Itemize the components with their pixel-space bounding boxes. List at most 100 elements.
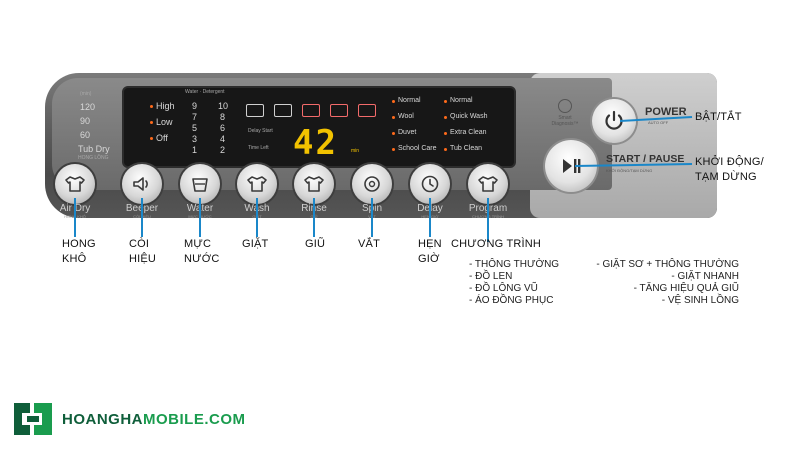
beeper-label: Beeper [125, 203, 159, 214]
spin-icon [364, 176, 380, 192]
water-header: Water · Detergent [185, 89, 225, 95]
start-pause-button[interactable] [545, 140, 597, 192]
led-course [392, 132, 395, 135]
brand-logo-icon [10, 399, 56, 439]
annotation-line: KHÔ [62, 253, 87, 265]
water-level-6: 6 [220, 123, 226, 133]
start-pause-label: START / PAUSE [606, 153, 685, 165]
spin-sub-label: VẮT [368, 214, 376, 219]
annotation-coi-hieu: CÒI HIỆU [129, 237, 156, 267]
annotation-line: TẠM DỪNG [695, 171, 757, 183]
course-wool: Wool [398, 113, 414, 120]
water-sub-label: MỰC NƯỚC [188, 214, 212, 219]
program-list-left: - THÔNG THƯỜNG - ĐỒ LEN - ĐỒ LÔNG VŨ - Á… [469, 259, 559, 307]
wash-label: Wash [244, 203, 270, 214]
program-list-right: - GIẶT SƠ + THÔNG THƯỜNG - GIẶT NHANH - … [571, 259, 739, 307]
annotation-line: MỰC [184, 238, 212, 250]
annotation-bat-tat: BẬT/TẮT [695, 111, 742, 123]
rinse-sub-label: GIŨ [310, 214, 318, 219]
program-button[interactable] [468, 164, 508, 204]
course-normal: Normal [398, 97, 421, 104]
water-label-off: Off [156, 133, 168, 143]
led-course [444, 132, 447, 135]
wash-button[interactable] [237, 164, 277, 204]
led-off [150, 137, 153, 140]
water-level-4: 4 [220, 134, 226, 144]
annotation-chuong-trinh: CHƯƠNG TRÌNH [451, 238, 542, 250]
water-level-10: 10 [218, 101, 229, 111]
delay-label: Delay [417, 203, 443, 214]
brand-name-part1: HOANGHA [62, 411, 143, 428]
led-high [150, 105, 153, 108]
course-step-box [330, 104, 348, 117]
program-item: - ĐỒ LÔNG VŨ [469, 283, 538, 294]
led-course [392, 100, 395, 103]
program-item: - ÁO ĐỒNG PHỤC [469, 295, 554, 306]
rinse-button[interactable] [294, 164, 334, 204]
smart-diagnosis-icon [558, 99, 572, 113]
power-icon [605, 110, 623, 130]
spin-button[interactable] [352, 164, 392, 204]
water-label-high: High [156, 101, 175, 111]
annotation-line: KHỞI ĐỘNG/ [695, 156, 764, 168]
wash-sub-label: GIẶT [252, 214, 262, 219]
annotation-vat: VẮT [358, 238, 380, 250]
water-level-9: 9 [192, 101, 198, 111]
program-item: - VỆ SINH LỒNG [661, 295, 739, 306]
delay-button[interactable] [410, 164, 450, 204]
annotation-line: HIỆU [129, 253, 157, 265]
course-normal-2: Normal [450, 97, 473, 104]
led-course [392, 148, 395, 151]
delay-start-label: Delay Start [248, 128, 273, 134]
brand-name: HOANGHAMOBILE.COM [62, 411, 246, 428]
air-dry-button[interactable] [55, 164, 95, 204]
course-step-box [274, 104, 292, 117]
course-step-box [302, 104, 320, 117]
program-item: - THÔNG THƯỜNG [469, 259, 560, 270]
water-label-low: Low [156, 117, 173, 127]
course-extra-clean: Extra Clean [450, 129, 487, 136]
program-item: - ĐỒ LEN [469, 271, 513, 282]
annotation-muc-nuoc: MỰC NƯỚC [184, 237, 220, 267]
shirt-icon [65, 176, 85, 192]
brand-name-part2: MOBILE.COM [143, 411, 246, 428]
program-item: - GIẶT NHANH [671, 271, 739, 282]
power-sub: AUTO OFF [648, 120, 669, 125]
annotation-giu: GIŨ [305, 238, 326, 250]
annotation-line: NƯỚC [184, 253, 220, 265]
speaker-icon [133, 177, 148, 191]
beeper-sub-label: CÒI HIỆU [133, 214, 151, 219]
led-course [444, 148, 447, 151]
air-dry-sub-label: HONG KHÔ [64, 214, 86, 219]
annotation-giat: GIẶT [242, 238, 269, 250]
water-button[interactable] [180, 164, 220, 204]
smart-diagnosis-label: Smart Diagnosis™ [551, 115, 579, 127]
tub-dry-label: Tub Dry [78, 144, 110, 154]
course-quick-wash: Quick Wash [450, 113, 488, 120]
clock-icon [421, 175, 439, 193]
play-pause-icon [563, 159, 581, 173]
dry-option-90: 90 [80, 116, 91, 126]
annotation-line: GIỜ [418, 253, 440, 265]
program-label: Program [468, 203, 508, 214]
program-item: - TĂNG HIỆU QUẢ GIŨ [633, 283, 739, 294]
display-unit: min [351, 148, 360, 154]
annotation-hen-gio: HẸN GIỜ [418, 237, 442, 267]
course-school-care: School Care [398, 145, 437, 152]
annotation-line: HONG [62, 238, 96, 250]
power-button[interactable] [592, 99, 636, 143]
display-digits: 42 [293, 123, 338, 163]
water-level-3: 3 [192, 134, 198, 144]
program-sub-label: CHƯƠNG TRÌNH [472, 214, 504, 219]
start-pause-sub: KHỞI ĐỘNG/TẠM DỪNG [606, 168, 653, 173]
beeper-button[interactable] [122, 164, 162, 204]
water-level-2: 2 [220, 145, 226, 155]
led-course [444, 116, 447, 119]
rinse-label: Rinse [301, 203, 327, 214]
dry-time-header: (min) [80, 91, 92, 97]
shirt-icon [304, 176, 324, 192]
spin-label: Spin [361, 203, 382, 214]
water-level-8: 8 [220, 112, 226, 122]
